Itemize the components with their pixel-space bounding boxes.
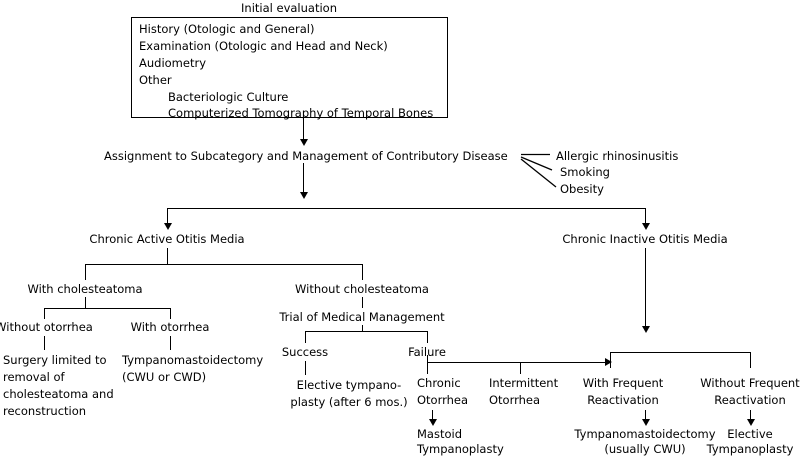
connector-without-frequent-down: [750, 410, 751, 422]
contributory-smoking: Smoking: [560, 165, 610, 179]
split-bar-otorrhea: [44, 308, 170, 309]
label-intermittent-otorrhea-line2: Otorrhea: [489, 393, 541, 407]
arrowhead-active: [163, 223, 172, 230]
arrowhead-inactive-down: [641, 326, 650, 333]
arrowhead-tympanomastoidectomy-cwu: [641, 419, 650, 426]
label-with-cholesteatoma: With cholesteatoma: [27, 282, 143, 296]
arrowhead-intermittent-to-frequent: [605, 357, 612, 366]
split-stem-without-frequent: [750, 352, 751, 368]
label-chronic-otorrhea-line1: Chronic: [417, 376, 461, 390]
split-bar-success-failure: [305, 331, 427, 332]
arrowhead-mastoid-tympanoplasty: [428, 419, 437, 426]
split-bar-reactivation: [610, 352, 750, 353]
treatment-elective-tympanoplasty-6mos-line2: plasty (after 6 mos.): [290, 395, 408, 409]
treatment-surgery-limited-line3: cholesteatoma and: [3, 387, 114, 401]
eval-line-bacteriologic-culture: Bacteriologic Culture: [168, 90, 289, 104]
split-stem-intermittent-otorrhea: [520, 362, 521, 374]
treatment-surgery-limited-line4: reconstruction: [3, 404, 87, 418]
connector-success-down: [305, 361, 306, 375]
treatment-elective-tympanoplasty-line2: Tympanoplasty: [706, 442, 794, 456]
arrowhead-inactive: [641, 223, 650, 230]
label-without-frequent-reactivation-line2: Reactivation: [714, 393, 786, 407]
label-with-frequent-reactivation-line2: Reactivation: [587, 393, 659, 407]
split-stem-failure: [427, 331, 428, 343]
connector-assignment-down: [303, 163, 304, 195]
arrowhead-eval-to-assignment: [299, 139, 308, 146]
label-with-frequent-reactivation-line1: With Frequent: [582, 376, 664, 390]
label-with-otorrhea: With otorrhea: [130, 320, 210, 334]
treatment-surgery-limited-line2: removal of: [3, 370, 65, 384]
treatment-tympanomastoidectomy-cwu-line1: Tympanomastoidectomy: [574, 427, 716, 441]
split-stem-success: [305, 331, 306, 343]
eval-line-history: History (Otologic and General): [139, 22, 315, 36]
contributory-obesity: Obesity: [560, 182, 604, 196]
label-trial-medical-management: Trial of Medical Management: [279, 310, 445, 324]
connector-active-down: [167, 248, 168, 264]
split-stem-with-chol: [85, 264, 86, 280]
contributory-allergic-rhinosinusitis: Allergic rhinosinusitis: [556, 149, 679, 163]
treatment-tympanomastoidectomy-cwl-line2: (CWU or CWD): [122, 370, 207, 384]
label-without-cholesteatoma: Without cholesteatoma: [295, 282, 429, 296]
treatment-mastoid-tympanoplasty-line1: Mastoid: [417, 427, 463, 441]
connector-with-chol-down: [85, 297, 86, 308]
label-chronic-otorrhea-line2: Otorrhea: [417, 393, 469, 407]
connector-inactive-down: [645, 248, 646, 328]
arrowhead-assignment-down: [299, 192, 308, 199]
split-stem-without-otorrhea: [44, 308, 45, 319]
label-intermittent-otorrhea-line1: Intermittent: [489, 376, 559, 390]
label-success: Success: [281, 345, 329, 359]
connector-without-chol-down: [362, 297, 363, 308]
arrowhead-elective-tympanoplasty: [746, 419, 755, 426]
split-stem-with-otorrhea: [170, 308, 171, 319]
connector-without-otorrhea-down: [44, 336, 45, 350]
eval-line-ct-temporal-bones: Computerized Tomography of Temporal Bone…: [168, 106, 434, 120]
treatment-elective-tympanoplasty-6mos-line1: Elective tympano-: [296, 378, 402, 392]
treatment-surgery-limited-line1: Surgery limited to: [3, 353, 107, 367]
label-failure: Failure: [408, 345, 446, 359]
connector-chronic-otorrhea-down: [432, 410, 433, 422]
branch-chronic-inactive: Chronic Inactive Otitis Media: [562, 232, 728, 246]
assignment-label: Assignment to Subcategory and Management…: [104, 149, 508, 163]
connector-with-otorrhea-down: [170, 336, 171, 350]
connector-with-frequent-down: [645, 410, 646, 422]
chart-title: Initial evaluation: [241, 1, 337, 15]
split-stem-without-chol: [362, 264, 363, 280]
connector-failure-down: [427, 355, 428, 362]
connector-intermittent-to-frequent: [520, 362, 606, 363]
split-bar-cholesteatoma: [85, 264, 362, 265]
split-stem-active: [167, 208, 168, 225]
branch-chronic-active: Chronic Active Otitis Media: [89, 232, 245, 246]
split-stem-inactive: [645, 208, 646, 225]
initial-evaluation-box: [131, 17, 448, 118]
label-without-frequent-reactivation-line1: Without Frequent: [700, 376, 800, 390]
treatment-tympanomastoidectomy-cwu-line2: (usually CWU): [604, 442, 686, 456]
split-bar-active-inactive: [167, 208, 645, 209]
label-without-otorrhea: Without otorrhea: [0, 320, 93, 334]
eval-line-examination: Examination (Otologic and Head and Neck): [139, 39, 388, 53]
split-stem-with-frequent: [610, 352, 611, 368]
treatment-mastoid-tympanoplasty-line2: Tympanoplasty: [417, 442, 504, 456]
eval-line-other: Other: [139, 73, 172, 87]
treatment-elective-tympanoplasty-line1: Elective: [727, 427, 773, 441]
split-bar-chronic-intermittent: [427, 362, 520, 363]
treatment-tympanomastoidectomy-cwl-line1: Tympanomastoidectomy: [122, 353, 264, 367]
connector-trial-down: [362, 325, 363, 331]
split-stem-chronic-otorrhea: [427, 362, 428, 374]
eval-line-audiometry: Audiometry: [139, 56, 207, 70]
connector-eval-to-assignment: [303, 118, 304, 143]
